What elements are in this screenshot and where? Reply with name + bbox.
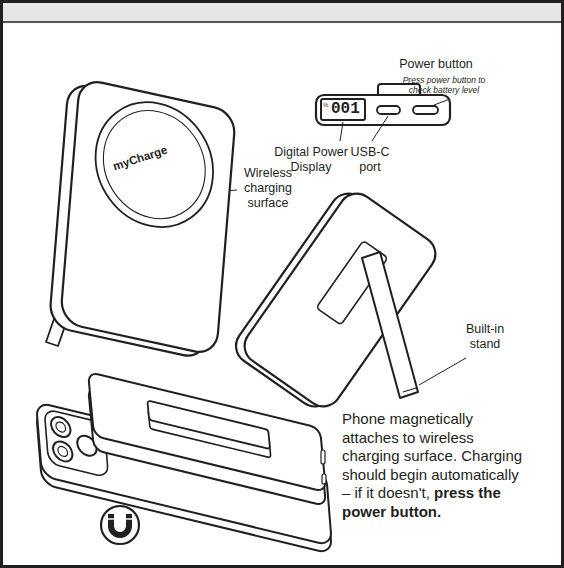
bank-on-phone [88, 372, 326, 492]
note-text: Press power button to check battery leve… [395, 75, 493, 95]
usb-c-port [377, 106, 400, 114]
power-bank-end [316, 95, 450, 125]
leader-line [372, 116, 388, 141]
power-bank-face [60, 78, 236, 356]
front-view [49, 76, 236, 363]
camera-lens [58, 445, 68, 457]
charging-ring [91, 91, 218, 239]
power-bank-back [88, 372, 326, 492]
part-label: Built-in stand [454, 322, 516, 352]
side-button [322, 474, 326, 484]
header-rule [0, 21, 564, 23]
magnet-pole [124, 518, 134, 520]
back-view [229, 183, 442, 418]
leader-line [434, 99, 450, 105]
magnet-symbol [111, 514, 129, 535]
leader-line [419, 358, 466, 385]
camera-lens [52, 439, 73, 463]
digital-display [321, 99, 365, 120]
instruction-paragraph: Phone magnetically attaches to wireless … [342, 410, 526, 521]
part-label: Power button [386, 57, 486, 72]
magnet-pole [106, 518, 116, 520]
leader-line [340, 122, 343, 141]
stand-top [147, 401, 270, 450]
header-band [0, 0, 564, 22]
part-label: USB-C port [346, 145, 394, 175]
unit-symbol: % [323, 102, 328, 109]
power-button [413, 106, 438, 114]
camera-lens [56, 421, 66, 433]
stand-foot [403, 388, 416, 392]
side-port [321, 450, 325, 464]
brand-logo: myCharge [111, 143, 169, 174]
power-bank-back [238, 187, 443, 414]
part-label: Wireless charging surface [233, 166, 303, 211]
charging-ring-inner [99, 101, 209, 229]
built-in-stand [362, 252, 418, 398]
display-digits: 001 [331, 101, 360, 117]
magnet-badge [101, 506, 139, 544]
camera-lens [50, 415, 71, 439]
